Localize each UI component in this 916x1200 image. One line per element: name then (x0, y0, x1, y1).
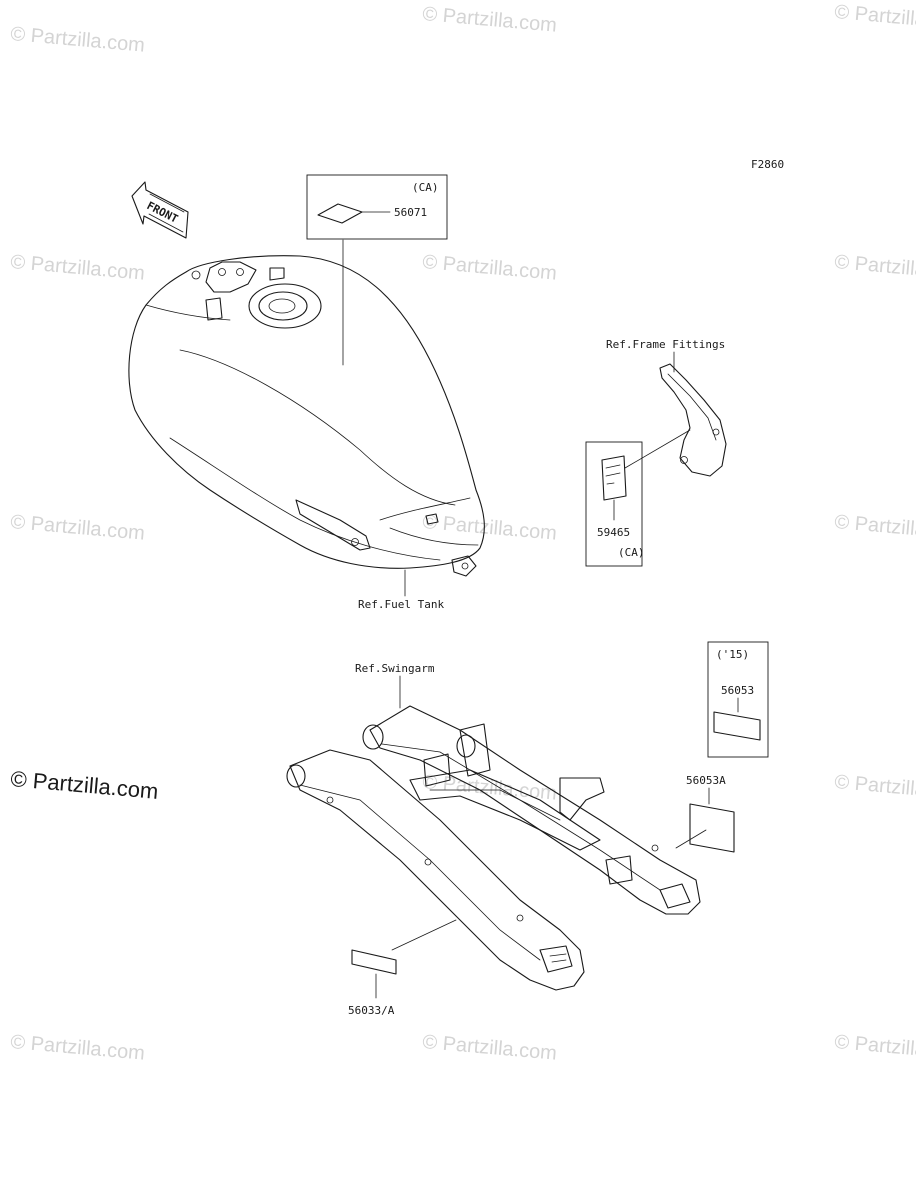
part-number[interactable]: 59465 (597, 526, 630, 539)
callout-box (306, 174, 448, 240)
watermark-text: © Partzilla.com (834, 251, 916, 285)
watermark-text: © Partzilla.com (10, 511, 146, 545)
front-arrow-label: FRONT (145, 199, 181, 226)
swingarm-label-a-callout[interactable]: 56053A (686, 774, 735, 853)
frame-fittings-label-callout[interactable]: 59465 (CA) (585, 441, 645, 567)
diagram-id: F2860 (751, 158, 784, 171)
callout-box (585, 441, 643, 567)
label-sticker-icon (689, 803, 735, 853)
watermark-text: © Partzilla.com (10, 251, 146, 285)
model-year: ('15) (716, 648, 749, 661)
watermark-text: © Partzilla.com (10, 23, 146, 57)
ref-frame-fittings[interactable]: Ref.Frame Fittings (606, 338, 725, 351)
label-sticker-icon (601, 455, 627, 501)
watermark-logo: © Partzilla.com (10, 766, 160, 804)
region-code: (CA) (412, 181, 439, 194)
watermark-text: © Partzilla.com (422, 1031, 558, 1065)
region-code: (CA) (618, 546, 645, 559)
swingarm-label-lower-callout[interactable]: 56033/A (348, 949, 397, 1017)
watermark-text: © Partzilla.com (422, 771, 558, 805)
label-sticker-icon (351, 949, 397, 975)
callout-box (707, 641, 769, 758)
frame-bracket-drawing (624, 351, 727, 477)
part-number[interactable]: 56033/A (348, 1004, 395, 1017)
watermark-text: © Partzilla.com (834, 771, 916, 805)
watermark-text: © Partzilla.com (834, 1, 916, 35)
label-sticker-icon (713, 711, 761, 741)
fuel-tank-drawing (128, 239, 485, 597)
fuel-tank-label-callout[interactable]: (CA) 56071 (306, 174, 448, 240)
swingarm-drawing (286, 675, 707, 991)
front-arrow-icon: FRONT (131, 181, 189, 239)
part-number[interactable]: 56071 (394, 206, 427, 219)
watermark-text: © Partzilla.com (422, 251, 558, 285)
ref-fuel-tank[interactable]: Ref.Fuel Tank (358, 598, 444, 611)
part-number[interactable]: 56053A (686, 774, 726, 787)
label-sticker-icon (317, 203, 363, 224)
watermark-text: © Partzilla.com (422, 511, 558, 545)
watermark-text: © Partzilla.com (834, 1031, 916, 1065)
ref-swingarm[interactable]: Ref.Swingarm (355, 662, 435, 675)
swingarm-label-15-callout[interactable]: ('15) 56053 (707, 641, 769, 758)
part-number[interactable]: 56053 (721, 684, 754, 697)
watermark-text: © Partzilla.com (422, 3, 558, 37)
watermark-text: © Partzilla.com (10, 1031, 146, 1065)
watermark-text: © Partzilla.com (834, 511, 916, 545)
